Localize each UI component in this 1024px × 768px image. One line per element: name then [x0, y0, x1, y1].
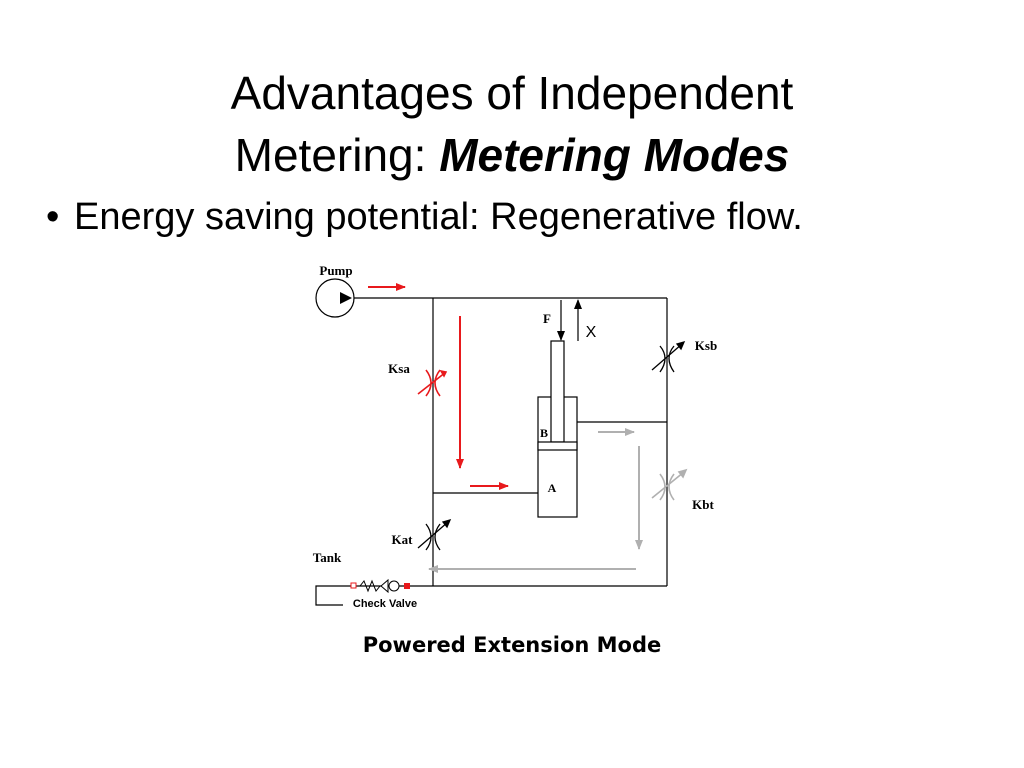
valve-kbt-symbol [651, 468, 688, 501]
valve-ksa-label: Ksa [388, 361, 410, 376]
bullet-symbol: • [46, 196, 60, 238]
pump-label: Pump [319, 263, 352, 278]
circuit-lines [315, 297, 668, 606]
bullet-item: • Energy saving potential: Regenerative f… [46, 196, 803, 239]
active-flow-arrows [368, 283, 509, 490]
check-valve-label: Check Valve [353, 598, 417, 610]
title-line-1: Advantages of Independent [230, 67, 794, 119]
regen-flow-arrows [428, 428, 643, 573]
title-line-2: Metering: Metering Modes [0, 124, 1024, 186]
displacement-label: X [586, 324, 597, 341]
valve-ksb-label: Ksb [695, 338, 717, 353]
check-valve-symbol [343, 578, 422, 594]
title-line-2-plain: Metering: [234, 129, 440, 181]
chamber-a-label: A [548, 481, 557, 495]
valve-kat-symbol [417, 518, 452, 551]
chamber-b-label: B [540, 426, 548, 440]
diagram-caption: Powered Extension Mode [362, 633, 662, 657]
tank-label: Tank [313, 550, 342, 565]
bullet-text: Energy saving potential: Regenerative fl… [74, 196, 803, 238]
pump-symbol [315, 278, 355, 318]
valve-ksa-symbol [417, 369, 448, 397]
force-label: F [543, 311, 551, 326]
valve-kbt-label: Kbt [692, 497, 714, 512]
valve-ksb-symbol [651, 340, 686, 373]
valve-kat-label: Kat [392, 532, 414, 547]
slide-title: Advantages of Independent Metering: Mete… [0, 62, 1024, 186]
title-emphasis: Metering Modes [439, 129, 790, 181]
piston-rod [550, 340, 565, 443]
piston-head [537, 441, 578, 451]
hydraulic-cylinder [537, 340, 578, 518]
